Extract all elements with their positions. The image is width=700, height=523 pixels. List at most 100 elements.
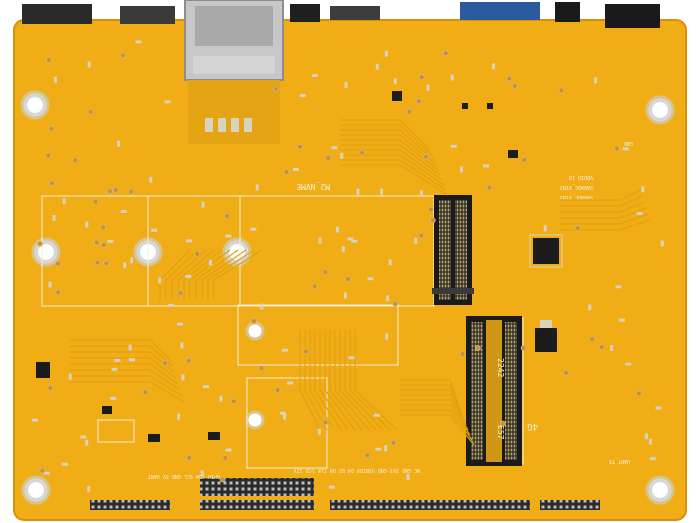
via	[418, 74, 425, 80]
right-label-5: UART_TX	[609, 458, 630, 464]
via	[258, 365, 265, 372]
smd-pad	[636, 212, 643, 215]
bottom-row-2: GPIO SDA SCL GND 5V UART	[148, 473, 220, 479]
via	[589, 336, 596, 342]
trace	[70, 339, 171, 361]
trace	[324, 330, 356, 431]
smd-pad	[644, 433, 648, 440]
trace	[340, 149, 443, 181]
via	[429, 217, 436, 224]
copper-traces	[70, 119, 651, 446]
smd-pad	[375, 63, 379, 70]
trace	[334, 330, 370, 431]
trace	[189, 249, 231, 300]
smd-pad	[48, 281, 52, 288]
trace	[70, 381, 185, 403]
smd-pad	[87, 485, 91, 492]
smd-pad	[373, 413, 380, 417]
smd-pad	[281, 348, 288, 352]
mounting-holes	[20, 90, 675, 505]
smd-pad	[311, 74, 318, 77]
smd-pad	[347, 237, 354, 241]
top-edge-connectors	[22, 0, 660, 81]
smd-pad	[107, 239, 114, 243]
via	[486, 184, 493, 191]
via	[322, 419, 329, 426]
smd-pad	[283, 413, 287, 420]
via	[177, 290, 184, 297]
trace	[70, 357, 177, 379]
via	[322, 269, 329, 276]
via	[112, 187, 119, 193]
smd-pad	[380, 188, 384, 195]
smd-pad	[260, 303, 264, 310]
via	[93, 239, 100, 246]
smd-pad	[130, 257, 134, 264]
via	[614, 145, 620, 152]
trace	[319, 330, 349, 431]
smd-pad	[219, 395, 223, 402]
card-size-label-2: E57	[496, 425, 505, 440]
via	[223, 213, 230, 220]
smd-pad	[406, 474, 410, 481]
via	[442, 50, 449, 57]
via	[107, 188, 113, 195]
mpcie-4g-slot	[466, 316, 522, 466]
m2-nvme-label: M2_NVME	[296, 182, 330, 191]
via	[47, 385, 54, 392]
smd-pad	[356, 188, 360, 195]
trace	[340, 154, 445, 186]
smd-pad	[292, 168, 299, 171]
via	[222, 455, 229, 461]
via	[521, 156, 528, 163]
trace	[354, 330, 398, 431]
trace	[314, 330, 342, 431]
trace	[201, 249, 247, 300]
trace	[560, 207, 647, 219]
trace	[344, 330, 384, 431]
via	[185, 357, 192, 364]
smd-pad	[68, 373, 72, 380]
trace	[560, 189, 641, 201]
via	[283, 169, 290, 175]
via	[302, 348, 309, 355]
pcb-substrate	[14, 20, 686, 520]
smd-pad	[62, 198, 66, 205]
smd-pad	[367, 277, 374, 281]
right-label-1: VDDIO_18	[569, 174, 593, 180]
trace	[400, 414, 475, 446]
4g-label: 4G	[527, 421, 538, 431]
trace	[400, 389, 465, 421]
smd-pad	[593, 77, 597, 84]
smd-pad	[492, 63, 495, 70]
trace	[309, 330, 335, 431]
smd-pad	[177, 322, 184, 326]
via	[142, 389, 149, 396]
smd-pad	[450, 74, 454, 81]
via	[558, 87, 565, 94]
smd-pad	[414, 237, 418, 244]
smd-pad	[610, 345, 614, 352]
smd-pad	[344, 81, 348, 88]
via	[55, 289, 62, 296]
qfn-ic	[533, 238, 559, 264]
smd-pad	[225, 448, 232, 452]
via	[37, 240, 43, 247]
via	[272, 86, 279, 92]
ethernet-pads	[188, 80, 280, 144]
via	[49, 180, 55, 187]
smd-pad	[385, 333, 389, 340]
smd-pad	[375, 447, 382, 451]
trace	[165, 249, 199, 300]
smd-pad	[180, 342, 184, 349]
m2-nvme-connector	[432, 195, 474, 305]
smd-pad	[250, 227, 257, 231]
smd-pad	[31, 418, 38, 422]
smd-pad	[299, 94, 306, 98]
smd-pad	[85, 221, 89, 228]
via	[427, 206, 434, 213]
smd-pad	[85, 439, 89, 446]
via	[506, 75, 513, 82]
